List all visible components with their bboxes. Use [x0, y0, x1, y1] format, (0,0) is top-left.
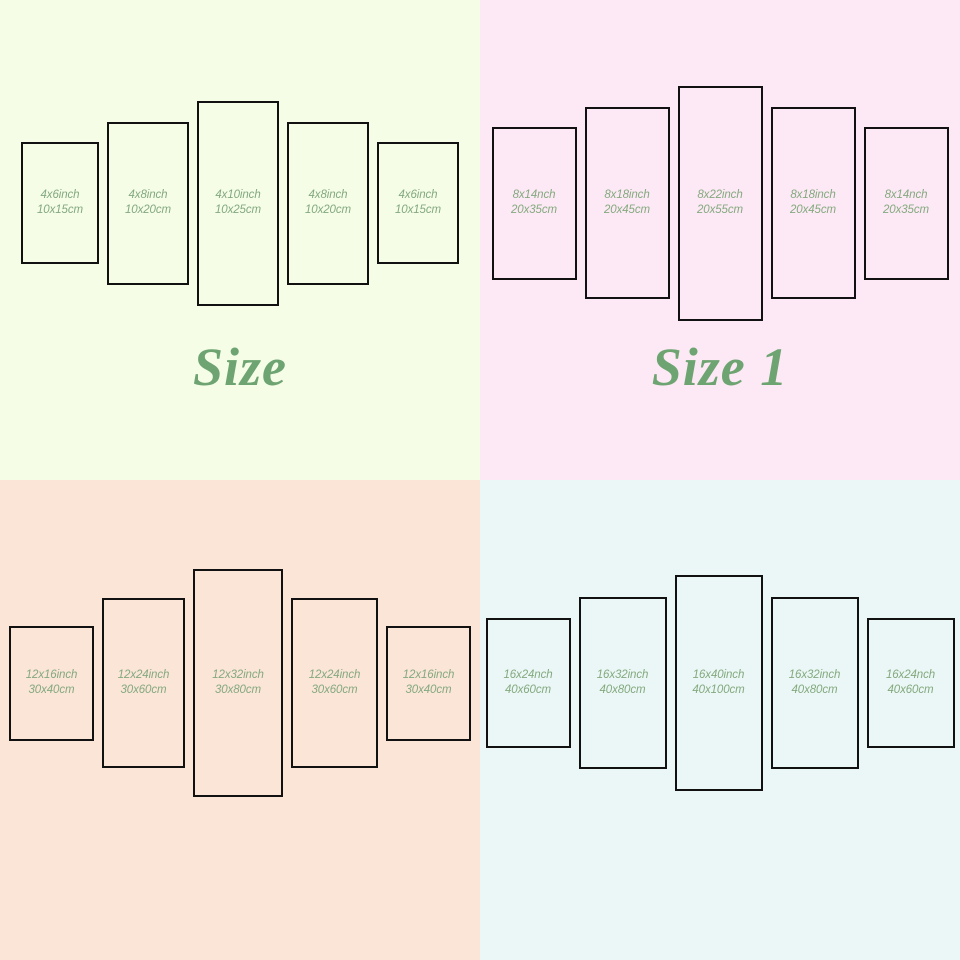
size-panel-size-3: 16x24nch 40x60cm 16x32inch 40x80cm 16x40… [480, 480, 960, 960]
frame-label: 12x16inch 30x40cm [402, 669, 455, 696]
frame-panel[interactable]: 4x10inch 10x25cm [197, 100, 279, 306]
frame-label: 4x6inch 10x15cm [395, 189, 441, 216]
frame-label: 12x32inch 30x80cm [212, 669, 264, 696]
frame-panel[interactable]: 16x32inch 40x80cm [578, 597, 667, 769]
frame-panel[interactable]: 12x16inch 30x40cm [386, 625, 471, 741]
frame-panel[interactable]: 12x16inch 30x40cm [9, 625, 94, 741]
frame-label: 4x8inch 10x20cm [305, 189, 351, 216]
frame-label: 16x40inch 40x100cm [692, 669, 745, 696]
frame-panel[interactable]: 12x32inch 30x80cm [193, 569, 283, 797]
frame-label: 8x14nch 20x35cm [511, 189, 557, 216]
panel-title: Size 1 [651, 337, 789, 397]
frame-panel[interactable]: 4x8inch 10x20cm [107, 121, 189, 285]
frame-panel[interactable]: 16x40inch 40x100cm [674, 575, 763, 791]
frame-label: 12x24inch 30x60cm [117, 669, 170, 696]
frame-panel[interactable]: 4x6inch 10x15cm [21, 142, 99, 264]
frame-panel[interactable]: 12x24inch 30x60cm [102, 598, 185, 768]
frame-panel[interactable]: 12x24inch 30x60cm [291, 598, 378, 768]
frame-panel[interactable]: 8x22inch 20x55cm [677, 85, 763, 321]
frame-panel[interactable]: 16x24nch 40x60cm [866, 618, 955, 748]
frame-panel[interactable]: 4x6inch 10x15cm [377, 142, 459, 264]
frame-panel[interactable]: 8x14nch 20x35cm [491, 126, 577, 280]
frame-panel[interactable]: 8x18inch 20x45cm [584, 107, 670, 299]
frame-label: 12x16inch 30x40cm [25, 669, 78, 696]
frame-label: 16x24nch 40x60cm [503, 669, 553, 696]
size-panel-size: 4x6inch 10x15cm 4x8inch 10x20cm 4x10inch… [0, 0, 480, 480]
frame-panel[interactable]: 16x32inch 40x80cm [770, 597, 859, 769]
frame-label: 4x8inch 10x20cm [125, 189, 171, 216]
frame-label: 16x32inch 40x80cm [596, 669, 649, 696]
size-panel-size-1: 8x14nch 20x35cm 8x18inch 20x45cm 8x22inc… [480, 0, 960, 480]
panel-title: Size [192, 337, 288, 397]
frame-label: 4x6inch 10x15cm [37, 189, 83, 216]
frame-label: 8x22inch 20x55cm [697, 189, 743, 216]
frame-panel[interactable]: 4x8inch 10x20cm [287, 121, 369, 285]
frame-label: 8x18inch 20x45cm [604, 189, 650, 216]
frame-panel[interactable]: 8x14nch 20x35cm [863, 126, 949, 280]
frame-label: 16x32inch 40x80cm [788, 669, 841, 696]
frame-label: 4x10inch 10x25cm [215, 189, 261, 216]
frame-label: 8x14nch 20x35cm [883, 189, 929, 216]
frame-label: 16x24nch 40x60cm [885, 669, 936, 696]
frame-panel[interactable]: 16x24nch 40x60cm [485, 618, 571, 748]
frame-panel[interactable]: 8x18inch 20x45cm [770, 107, 856, 299]
frame-label: 12x24inch 30x60cm [308, 669, 361, 696]
frame-label: 8x18inch 20x45cm [790, 189, 836, 216]
size-panel-size-2: 12x16inch 30x40cm 12x24inch 30x60cm 12x3… [0, 480, 480, 960]
